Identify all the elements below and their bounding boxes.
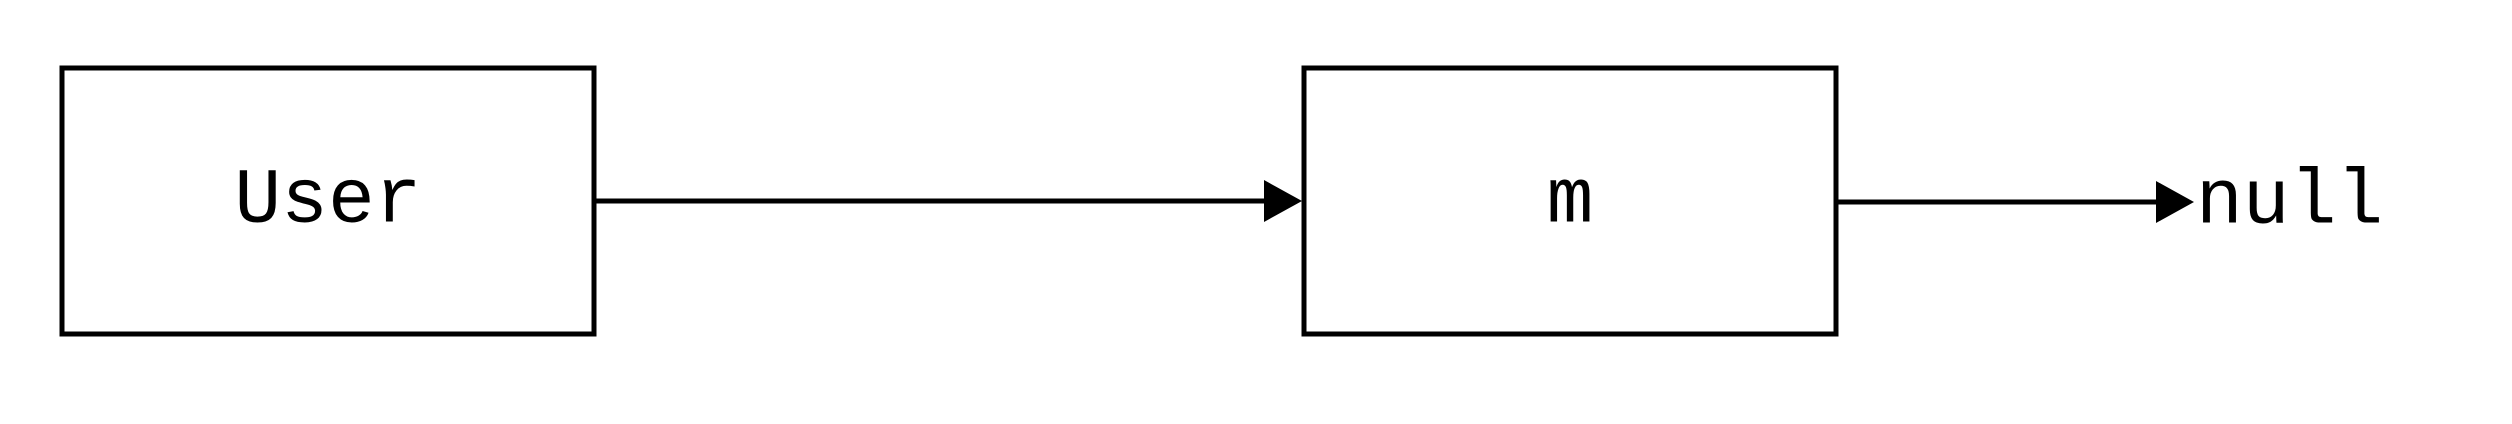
node-user: User	[59, 65, 597, 337]
arrowhead-icon	[1264, 180, 1302, 222]
node-m-label: m	[1547, 158, 1594, 246]
node-m: m	[1301, 65, 1839, 337]
edge-user-to-m	[594, 180, 1302, 222]
null-terminal-label: null	[2196, 159, 2383, 247]
node-user-label: User	[234, 158, 421, 246]
arrowhead-icon	[2156, 181, 2194, 223]
edge-m-to-null	[1836, 181, 2194, 223]
